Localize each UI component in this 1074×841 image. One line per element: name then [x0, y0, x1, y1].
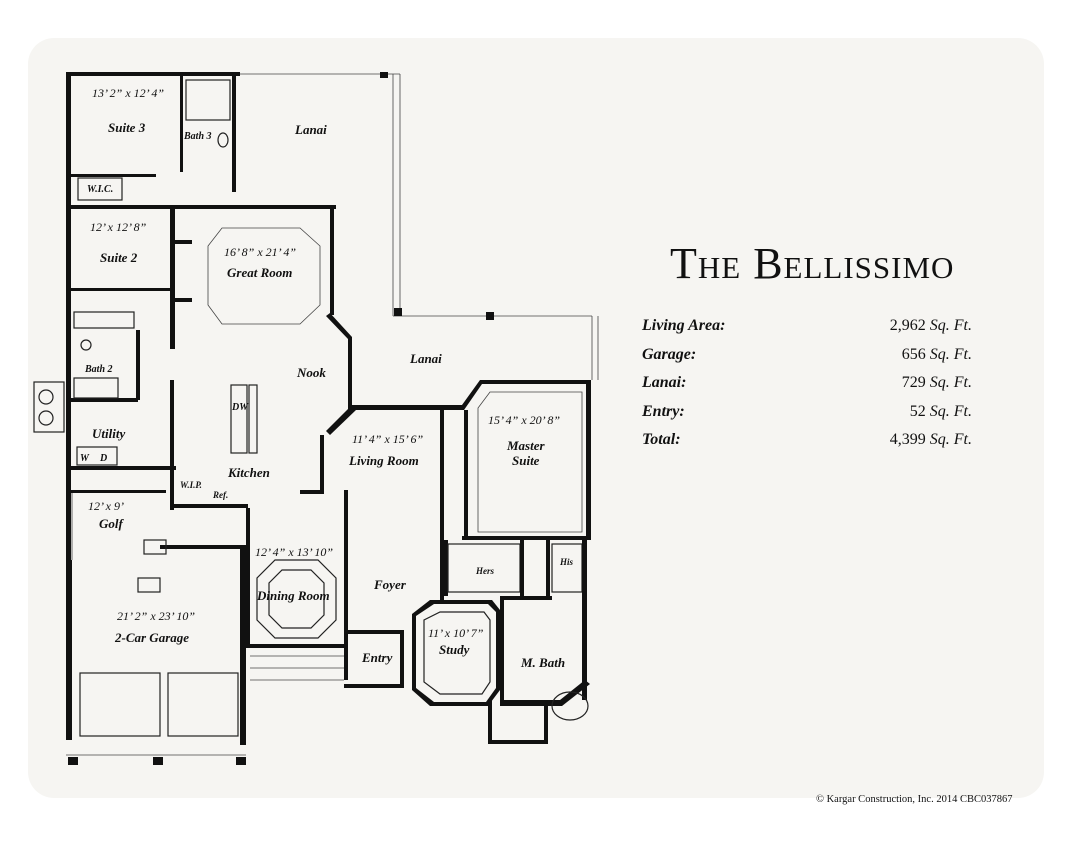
plan-title: The Bellissimo [670, 239, 955, 288]
suite2-dim: 12’ x 12’ 8” [90, 220, 147, 234]
stats-row: Living Area: 2,962 Sq. Ft. [642, 312, 972, 341]
suite3-dim: 13’ 2” x 12’ 4” [92, 86, 164, 100]
stats-label: Entry: [642, 402, 685, 420]
walls [33, 72, 599, 765]
lanai-mid-label: Lanai [409, 351, 442, 366]
stats-row: Entry: 52 Sq. Ft. [642, 398, 972, 427]
suite3-label: Suite 3 [108, 120, 146, 135]
stats-row: Lanai: 729 Sq. Ft. [642, 369, 972, 398]
stats-value: 4,399 Sq. Ft. [889, 431, 972, 449]
stats-label: Living Area: [642, 317, 726, 335]
living-room-dim: 11’ 4” x 15’ 6” [352, 432, 423, 446]
stats-value: 729 Sq. Ft. [901, 374, 972, 392]
master-bath-label: M. Bath [520, 655, 565, 670]
dining-room-dim: 12’ 4” x 13’ 10” [255, 545, 333, 559]
great-room-label: Great Room [227, 265, 292, 280]
stats-label: Garage: [642, 345, 697, 363]
great-room-dim: 16’ 8” x 21’ 4” [224, 245, 296, 259]
stats-value: 2,962 Sq. Ft. [889, 317, 972, 335]
suite2-label: Suite 2 [100, 250, 138, 265]
golf-label: Golf [99, 516, 125, 531]
nook-label: Nook [296, 365, 326, 380]
entry-label: Entry [361, 650, 393, 665]
master-suite-label-1: Master [506, 438, 546, 453]
stats-value: 52 Sq. Ft. [909, 402, 972, 420]
room-labels: 13’ 2” x 12’ 4” Suite 3 Bath 3 W.I.C. La… [80, 86, 574, 670]
ref-label: Ref. [212, 490, 228, 500]
stats-value: 656 Sq. Ft. [901, 345, 972, 363]
stats-label: Total: [642, 431, 681, 449]
stats-row: Total: 4,399 Sq. Ft. [642, 426, 972, 455]
stats-row: Garage: 656 Sq. Ft. [642, 341, 972, 370]
wip-label: W.I.P. [180, 480, 202, 490]
kitchen-label: Kitchen [227, 465, 270, 480]
plan-card [28, 38, 1044, 798]
stats-label: Lanai: [642, 374, 687, 392]
study-dim: 11’ x 10’ 7” [428, 626, 484, 640]
bath2-label: Bath 2 [84, 364, 113, 375]
living-room-label: Living Room [348, 453, 419, 468]
his-label: His [559, 557, 574, 567]
wic-label: W.I.C. [87, 184, 113, 195]
garage-dim: 21’ 2” x 23’ 10” [117, 609, 195, 623]
dryer-label: D [99, 453, 107, 464]
golf-dim: 12’ x 9’ [88, 499, 124, 513]
utility-label: Utility [92, 426, 125, 441]
copyright-notice: © Kargar Construction, Inc. 2014 CBC0378… [816, 794, 1013, 805]
bath3-label: Bath 3 [183, 131, 212, 142]
master-suite-label-2: Suite [512, 453, 540, 468]
hers-label: Hers [475, 566, 494, 576]
area-stats-table: Living Area: 2,962 Sq. Ft. Garage: 656 S… [642, 312, 972, 455]
lanai-top-label: Lanai [294, 122, 327, 137]
dw-label: DW [231, 402, 249, 413]
master-suite-dim: 15’ 4” x 20’ 8” [488, 413, 560, 427]
foyer-label: Foyer [373, 577, 407, 592]
dining-room-label: Dining Room [256, 588, 330, 603]
washer-label: W [80, 453, 90, 464]
garage-label: 2-Car Garage [114, 630, 189, 645]
study-label: Study [439, 642, 470, 657]
